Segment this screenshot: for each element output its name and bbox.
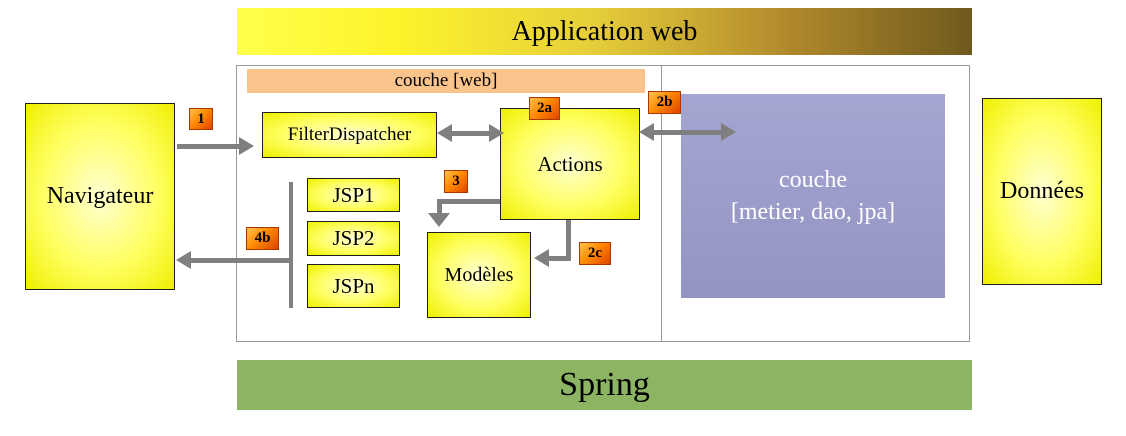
couche-metier-line2: [metier, dao, jpa]	[730, 199, 896, 225]
application-web-banner: Application web	[237, 8, 972, 55]
step-4b-badge: 4b	[246, 227, 279, 250]
step-2a-badge: 2a	[529, 97, 560, 120]
filter-dispatcher-box: FilterDispatcher	[262, 112, 437, 158]
arrow-1-head-icon	[239, 137, 254, 155]
arrow-3-hline	[440, 199, 500, 204]
arrow-fd-actions-left-head-icon	[437, 124, 452, 142]
donnees-box: Données	[982, 98, 1102, 285]
jsp2-box: JSP2	[307, 221, 400, 256]
arrow-2c-hline	[548, 256, 571, 261]
navigateur-box: Navigateur	[25, 103, 175, 290]
arrow-2b-left-head-icon	[639, 123, 654, 141]
modeles-box: Modèles	[427, 232, 531, 318]
arrow-fd-actions-line	[449, 131, 491, 136]
arrow-3-head-icon	[428, 213, 450, 227]
arrow-2c-vline	[566, 220, 571, 260]
step-2b-badge: 2b	[648, 91, 681, 114]
arrow-2b-line	[651, 130, 723, 135]
jsp1-box: JSP1	[307, 178, 400, 212]
arrow-fd-actions-right-head-icon	[489, 124, 504, 142]
jsp-bracket-line	[289, 182, 293, 308]
jspn-box: JSPn	[307, 264, 400, 308]
couche-web-banner: couche [web]	[247, 69, 645, 93]
couche-metier-line1: couche	[779, 166, 847, 193]
arrow-3-vline	[437, 199, 442, 215]
arrow-2c-head-icon	[534, 249, 549, 267]
arrow-1-line	[177, 144, 241, 149]
step-1-badge: 1	[189, 108, 213, 130]
arrow-2b-right-head-icon	[721, 123, 736, 141]
step-3-badge: 3	[444, 170, 468, 193]
actions-box: Actions	[500, 108, 640, 220]
arrow-4b-line	[191, 258, 291, 263]
step-2c-badge: 2c	[579, 242, 611, 265]
arrow-4b-head-icon	[176, 251, 191, 269]
spring-banner: Spring	[237, 360, 972, 410]
